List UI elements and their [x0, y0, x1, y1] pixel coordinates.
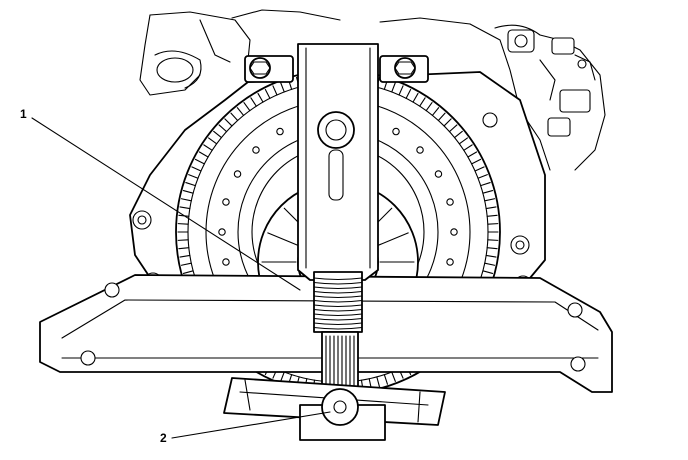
lower-clamp [223, 377, 446, 441]
callout-label-2: 2 [160, 431, 167, 445]
engine-block-outline [139, 9, 471, 96]
forcing-screw [313, 271, 363, 393]
screw-splines [325, 335, 355, 389]
leader-lines [31, 117, 331, 439]
holder-vertical-bar [244, 43, 429, 281]
screw-threads [313, 277, 363, 330]
callout-label-1: 1 [20, 107, 27, 121]
sensor-bracket-assembly [469, 23, 606, 186]
